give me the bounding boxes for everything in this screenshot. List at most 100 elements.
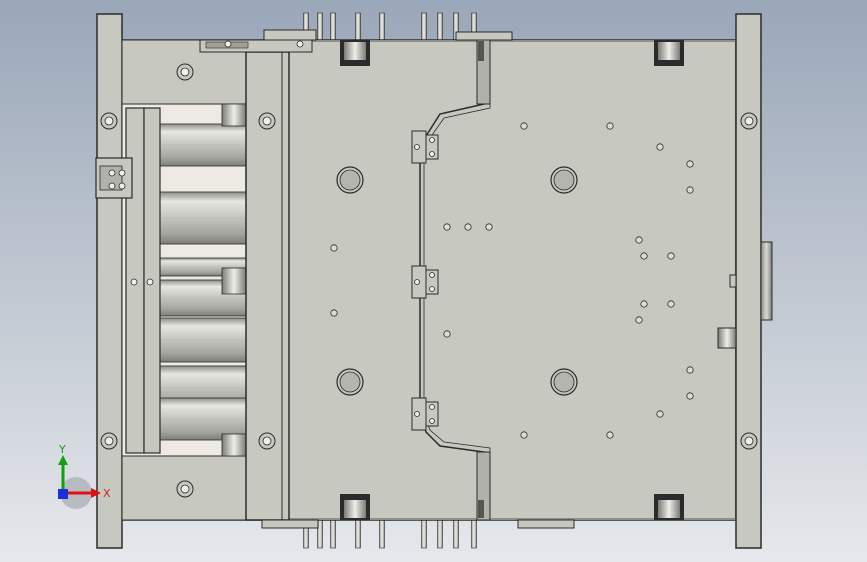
ejector-pin bbox=[437, 519, 443, 549]
guide-holes bbox=[336, 166, 578, 396]
small-screw bbox=[146, 278, 154, 286]
ejector-pin bbox=[330, 519, 336, 549]
small-hole bbox=[640, 252, 648, 260]
cylinder-cap bbox=[221, 103, 247, 127]
bushing-core bbox=[658, 500, 680, 518]
triad-y-label: Y bbox=[58, 443, 66, 456]
bushing-core bbox=[344, 500, 366, 518]
top-clip-inner-2 bbox=[263, 29, 317, 41]
ejector-pin bbox=[330, 12, 336, 41]
clip-tab bbox=[425, 134, 439, 160]
screw-socket bbox=[104, 436, 114, 446]
small-screw bbox=[118, 169, 126, 177]
triad-x-arrow bbox=[91, 488, 101, 498]
ejector-holes bbox=[330, 122, 694, 439]
triad-x-label: X bbox=[103, 487, 111, 500]
small-screw bbox=[224, 40, 232, 48]
small-hole bbox=[635, 236, 643, 244]
small-screw bbox=[118, 182, 126, 190]
ejector-pin bbox=[379, 519, 385, 549]
small-hole bbox=[520, 431, 528, 439]
small-hole bbox=[485, 223, 493, 231]
bottom-left-lug bbox=[261, 519, 319, 529]
clip-screw bbox=[429, 272, 435, 278]
small-hole bbox=[667, 300, 675, 308]
small-hole bbox=[686, 160, 694, 168]
screw-socket bbox=[262, 436, 272, 446]
guide-hole-inner bbox=[553, 371, 575, 393]
screw-socket bbox=[180, 67, 190, 77]
clip-screw bbox=[414, 279, 420, 285]
small-hole bbox=[686, 366, 694, 374]
small-hole bbox=[656, 143, 664, 151]
screw-socket bbox=[104, 116, 114, 126]
small-screw bbox=[130, 278, 138, 286]
small-hole bbox=[520, 122, 528, 130]
small-hole bbox=[464, 223, 472, 231]
guide-bushings bbox=[340, 40, 684, 520]
small-hole bbox=[667, 252, 675, 260]
ejector-pin bbox=[317, 12, 323, 41]
small-hole bbox=[330, 244, 338, 252]
clip-tab bbox=[425, 269, 439, 295]
clip-screw bbox=[429, 151, 435, 157]
small-hole bbox=[686, 392, 694, 400]
locating-ring[interactable] bbox=[760, 241, 773, 321]
ejector-pin bbox=[421, 519, 427, 549]
ejector-pins-top bbox=[303, 12, 477, 41]
slide-dark-bottom bbox=[478, 500, 484, 518]
guide-hole-inner bbox=[339, 371, 361, 393]
right-clamp-plate[interactable] bbox=[735, 13, 762, 549]
parting-clips bbox=[411, 130, 439, 431]
latch-inner bbox=[99, 165, 123, 191]
small-hole bbox=[656, 410, 664, 418]
ejector-pin bbox=[379, 12, 385, 41]
clip-tab bbox=[425, 401, 439, 427]
bottom-right-lug bbox=[517, 519, 575, 529]
small-screw bbox=[296, 40, 304, 48]
ejector-pins-bottom bbox=[303, 519, 477, 549]
top-edge-strip bbox=[122, 40, 736, 42]
screw-socket bbox=[744, 116, 754, 126]
slide-dark-top bbox=[478, 41, 484, 61]
clip-screw bbox=[429, 137, 435, 143]
small-hole bbox=[686, 186, 694, 194]
left-clamp-plate[interactable] bbox=[96, 13, 123, 549]
ejector-pin bbox=[453, 519, 459, 549]
clip-screw bbox=[429, 404, 435, 410]
guide-hole-inner bbox=[339, 169, 361, 191]
ejector-pin bbox=[355, 12, 361, 41]
clip-screw bbox=[414, 411, 420, 417]
ejector-pin bbox=[471, 519, 477, 549]
clip-screw bbox=[429, 286, 435, 292]
small-hole bbox=[443, 223, 451, 231]
axis-triad: Y X bbox=[58, 443, 111, 509]
cylinder-cap bbox=[221, 433, 247, 457]
small-hole bbox=[330, 309, 338, 317]
sprue-stub bbox=[729, 274, 737, 288]
bushing-core bbox=[344, 42, 366, 60]
ejector-pin bbox=[421, 12, 427, 41]
clip-screw bbox=[429, 418, 435, 424]
triad-z-axis bbox=[58, 489, 68, 499]
screw-socket bbox=[180, 484, 190, 494]
ejector-cylinders bbox=[159, 103, 247, 457]
small-hole bbox=[443, 330, 451, 338]
small-screw bbox=[108, 182, 116, 190]
bottom-edge-strip bbox=[122, 518, 736, 520]
triad-y-arrow bbox=[58, 455, 68, 465]
small-hole bbox=[635, 316, 643, 324]
bushing-core bbox=[658, 42, 680, 60]
screw-socket bbox=[262, 116, 272, 126]
top-right-lug bbox=[455, 31, 513, 41]
cylinder-cap bbox=[221, 267, 247, 295]
clip-screw bbox=[414, 144, 420, 150]
screw-socket bbox=[744, 436, 754, 446]
guide-hole-inner bbox=[553, 169, 575, 191]
small-hole bbox=[606, 431, 614, 439]
ejector-pin bbox=[355, 519, 361, 549]
small-hole bbox=[640, 300, 648, 308]
cap-screws bbox=[100, 40, 758, 498]
small-screw bbox=[108, 169, 116, 177]
